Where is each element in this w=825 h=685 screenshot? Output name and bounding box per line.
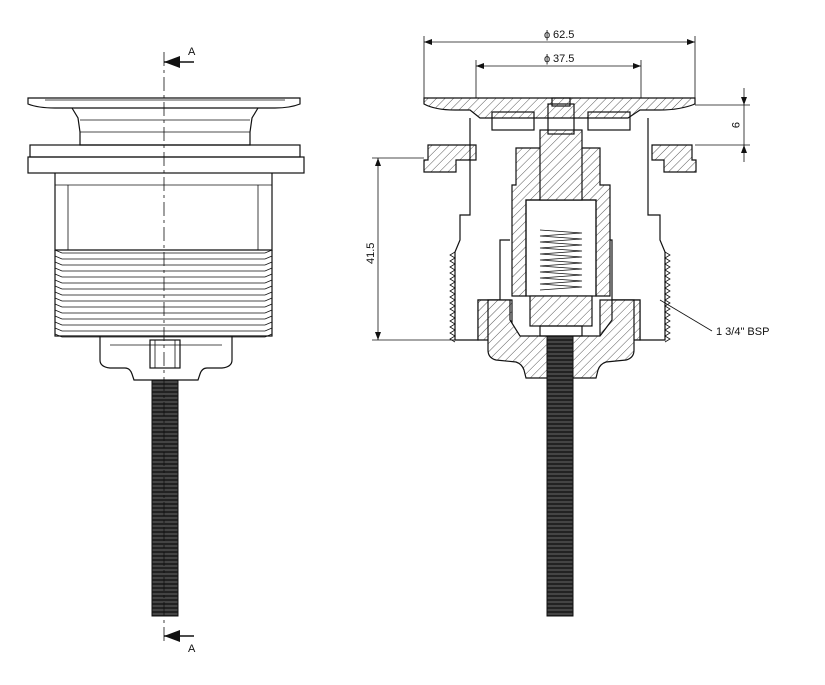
threaded-section: [54, 249, 273, 338]
flange-washer: [27, 156, 305, 174]
section-cap: [423, 97, 696, 119]
thread-ridge: [54, 267, 273, 272]
section-flange-right: [651, 144, 697, 173]
thread-teeth: [664, 251, 671, 343]
section-body-wall-right: [602, 118, 666, 341]
thread-ridge: [54, 261, 273, 266]
section-label-top: A: [188, 46, 196, 58]
section-plunger: [539, 129, 583, 201]
inner-diameter-value: 37.5: [553, 53, 574, 65]
section-arrow-top: A: [164, 46, 196, 68]
cap-neck: [71, 107, 259, 146]
thread-ridge: [54, 303, 273, 308]
section-view: ϕ 62.5 ϕ 37.5 9 41.5: [365, 29, 769, 617]
thread-ridge: [54, 321, 273, 326]
dimension-flange-height: 9: [695, 88, 750, 162]
threaded-rod-left: [151, 379, 179, 617]
section-spring: [539, 229, 583, 291]
flange: [29, 144, 301, 158]
thread-ridge: [54, 315, 273, 320]
section-label-bottom: A: [188, 643, 196, 655]
thread-callout: 1 3/4" BSP: [659, 299, 769, 338]
thread-callout-label: 1 3/4" BSP: [716, 326, 769, 338]
thread-teeth: [449, 251, 456, 343]
thread-ridge: [54, 273, 273, 278]
side-view: A A: [27, 46, 305, 655]
dimension-inner-diameter: ϕ 37.5: [475, 53, 642, 98]
diameter-symbol-outer: ϕ: [544, 29, 550, 41]
bottom-boss: [99, 336, 233, 381]
thread-ridge: [54, 309, 273, 314]
waste-body: [54, 173, 273, 251]
body-height-value: 41.5: [365, 243, 377, 264]
section-arrow-bottom: A: [164, 630, 196, 655]
section-flange-left: [423, 144, 477, 173]
thread-ridge: [54, 291, 273, 296]
thread-ridge: [54, 279, 273, 284]
thread-ridge: [54, 285, 273, 290]
thread-ridge: [54, 249, 273, 254]
thread-ridge: [54, 327, 273, 332]
dimension-outer-diameter: ϕ 62.5: [423, 29, 696, 98]
threaded-rod-right: [546, 335, 574, 617]
flange-height-value: 9: [729, 122, 741, 128]
thread-outline: [54, 250, 273, 337]
section-threads: [449, 251, 671, 343]
dimension-body-height: 41.5: [365, 157, 455, 341]
waste-cap: [27, 97, 301, 109]
diameter-symbol-inner: ϕ: [544, 53, 550, 65]
outer-diameter-value: 62.5: [553, 29, 574, 41]
thread-ridge: [54, 297, 273, 302]
thread-ridge: [54, 255, 273, 260]
